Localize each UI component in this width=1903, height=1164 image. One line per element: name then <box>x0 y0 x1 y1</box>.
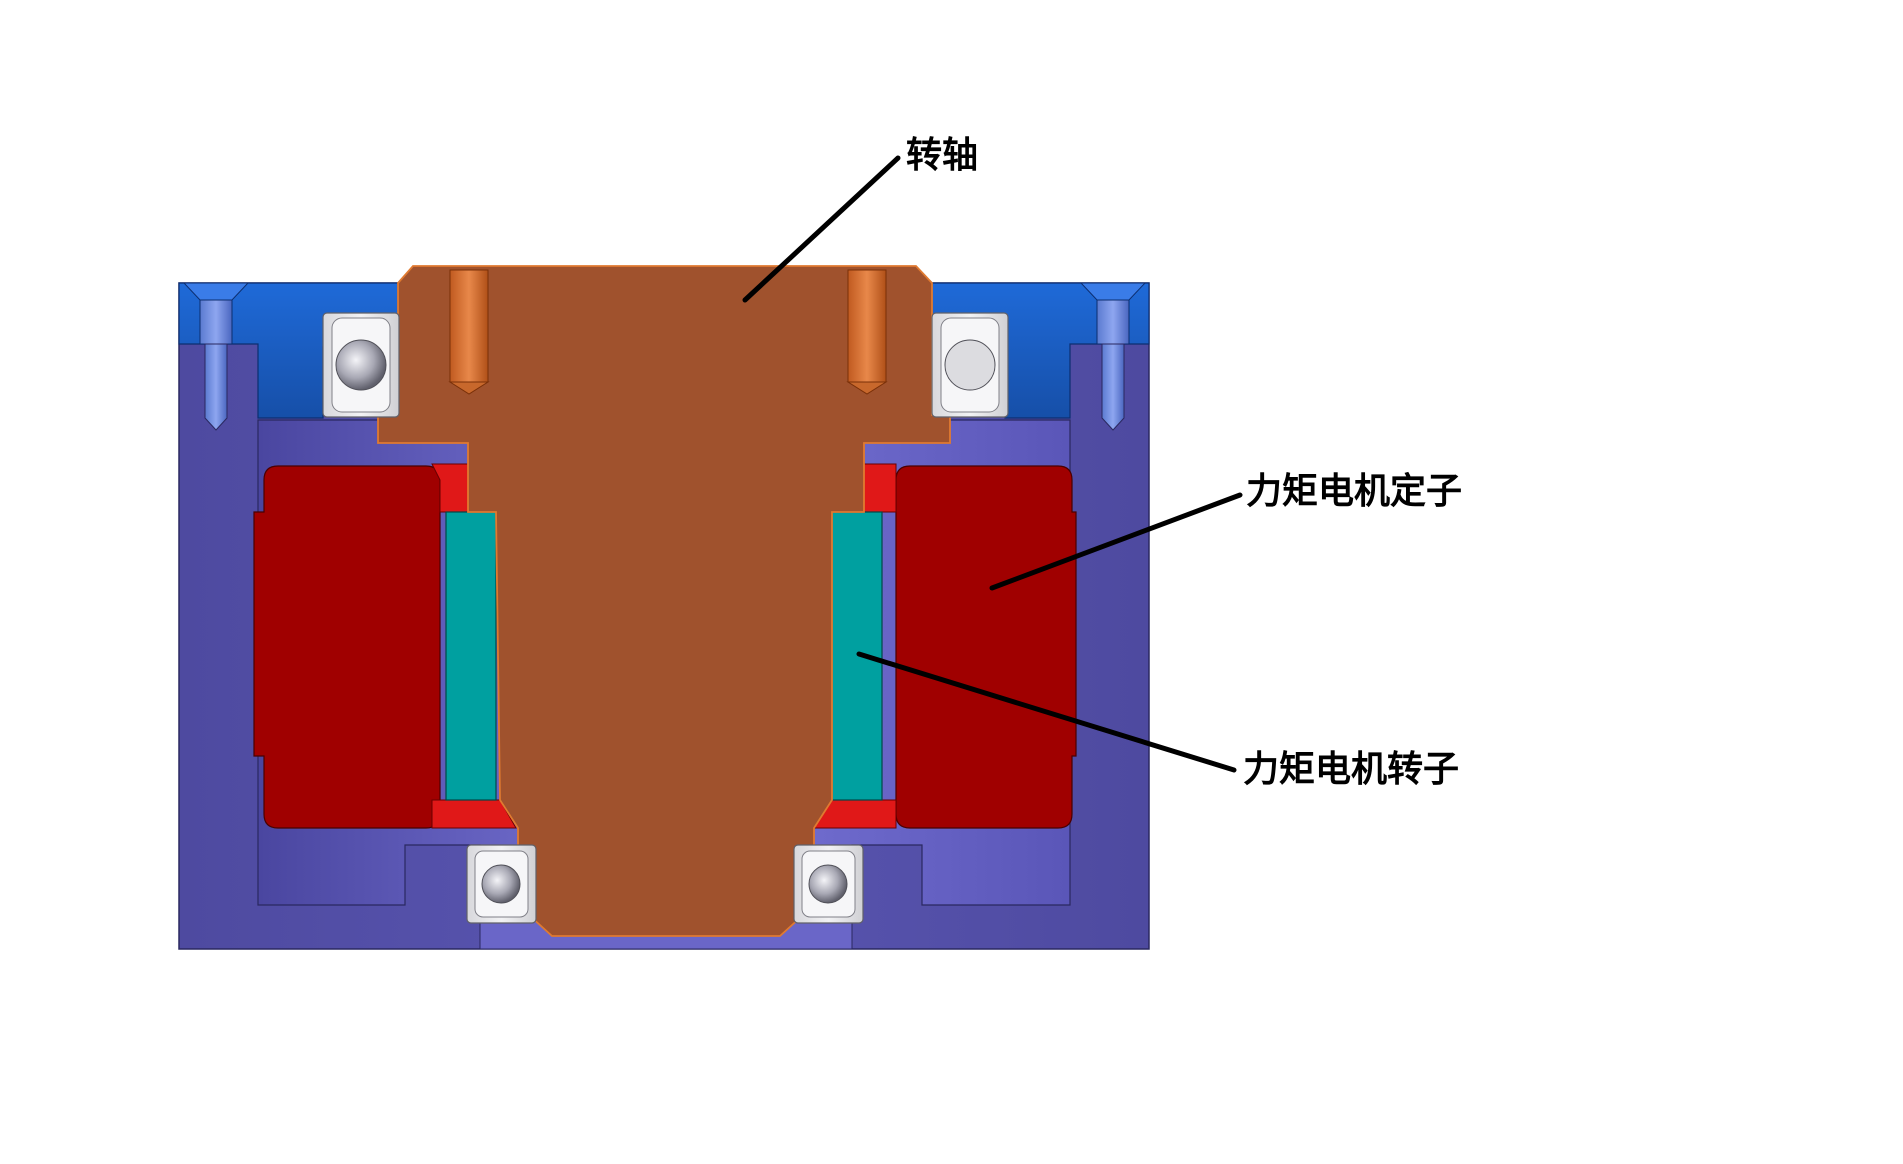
label-shaft: 转轴 <box>906 135 979 176</box>
callout-lines <box>742 155 1243 773</box>
label-rotor: 力矩电机转子 <box>1243 749 1460 790</box>
screw-shank-left <box>204 343 228 431</box>
bearing-ball-icon <box>808 864 848 904</box>
bearing-top-right <box>931 312 1009 418</box>
bearing-ball-icon <box>481 864 521 904</box>
shaft-pin-left <box>448 269 490 395</box>
bearing-bottom-left <box>466 844 537 924</box>
rotor-magnet-right <box>831 511 883 801</box>
stator-end-right-top <box>863 463 897 513</box>
shaft-pin-right <box>846 269 888 395</box>
callout-line-rotor <box>856 651 1237 773</box>
bearing-ball-icon <box>335 339 387 391</box>
stator-left <box>253 465 441 829</box>
label-stator: 力矩电机定子 <box>1246 471 1463 512</box>
rotor-magnet-left <box>445 511 497 801</box>
stator-right <box>895 465 1077 829</box>
callout-line-stator <box>989 492 1243 591</box>
bearing-ball-icon <box>944 339 996 391</box>
callout-line-shaft <box>742 155 901 303</box>
screw-shank-left-top <box>199 299 233 345</box>
stator <box>253 463 1077 829</box>
bearing-top-left <box>322 312 400 418</box>
screw-shank-right <box>1101 343 1125 431</box>
screw-shank-right-top <box>1096 299 1130 345</box>
bearing-bottom-right <box>793 844 864 924</box>
